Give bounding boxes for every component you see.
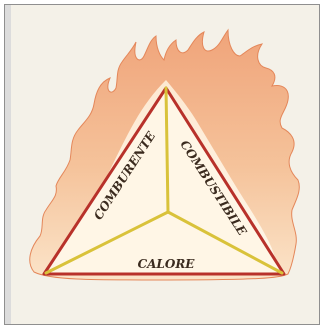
spoke-top [166, 88, 168, 212]
label-calore: CALORE [138, 257, 196, 271]
